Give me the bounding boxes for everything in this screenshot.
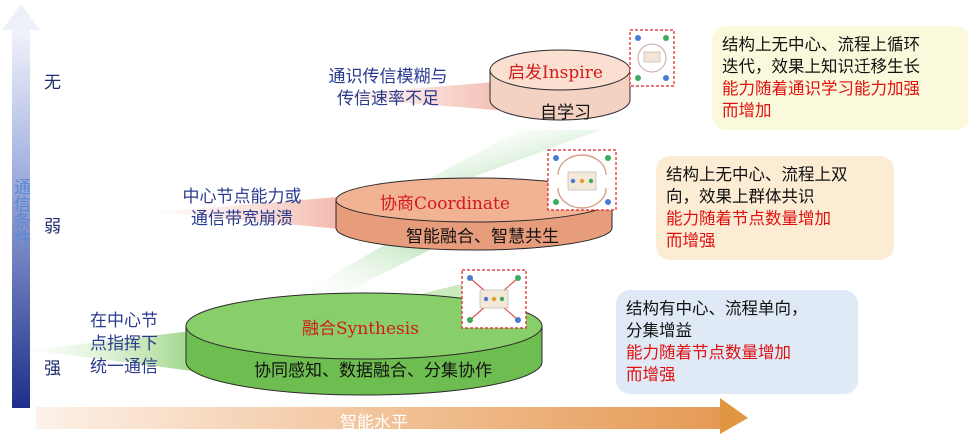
- tier-name-coordinate: 协商Coordinate: [380, 194, 510, 214]
- level-label-none: 无: [44, 73, 61, 93]
- wedge-coordinate: [158, 196, 350, 230]
- x-axis-arrow: [36, 398, 748, 434]
- network-icon-synthesis: [461, 269, 527, 329]
- cause-inspire: 通识传信模糊与 传信速率不足: [328, 67, 448, 109]
- desc-box-coordinate: 结构上无中心、流程上双 向，效果上群体共识 能力随着节点数量增加 而增强: [656, 156, 894, 260]
- desc-box-inspire: 结构上无中心、流程上循环 迭代，效果上知识迁移生长 能力随着通识学习能力加强 而…: [712, 26, 968, 130]
- disc-inspire: [489, 49, 631, 121]
- level-label-strong: 强: [44, 359, 61, 379]
- y-axis-label: 通信条件: [10, 178, 30, 246]
- tier-name-synthesis: 融合Synthesis: [302, 319, 419, 339]
- disc-synthesis: [185, 292, 543, 396]
- y-axis-arrow: [2, 4, 40, 408]
- cause-synthesis: 在中心节 点指挥下 统一通信: [90, 311, 158, 377]
- wedge-inspire: [322, 80, 520, 112]
- network-icon-coordinate: [547, 149, 617, 211]
- network-icon-inspire: [629, 29, 675, 87]
- beam-upper: [430, 130, 600, 178]
- x-axis-label: 智能水平: [340, 413, 408, 433]
- tier-name-inspire: 启发Inspire: [508, 63, 603, 83]
- level-label-weak: 弱: [44, 217, 61, 237]
- wedge-synthesis: [30, 330, 200, 372]
- tier-subtitle-coordinate: 智能融合、智慧共生: [406, 227, 559, 247]
- tier-subtitle-synthesis: 协同感知、数据融合、分集协作: [254, 361, 492, 381]
- cause-coordinate: 中心节点能力或 通信带宽崩溃: [182, 187, 302, 229]
- desc-box-synthesis: 结构有中心、流程单向， 分集增益 能力随着节点数量增加 而增强: [616, 290, 858, 394]
- tier-subtitle-inspire: 自学习: [540, 103, 591, 123]
- disc-coordinate: [335, 177, 613, 251]
